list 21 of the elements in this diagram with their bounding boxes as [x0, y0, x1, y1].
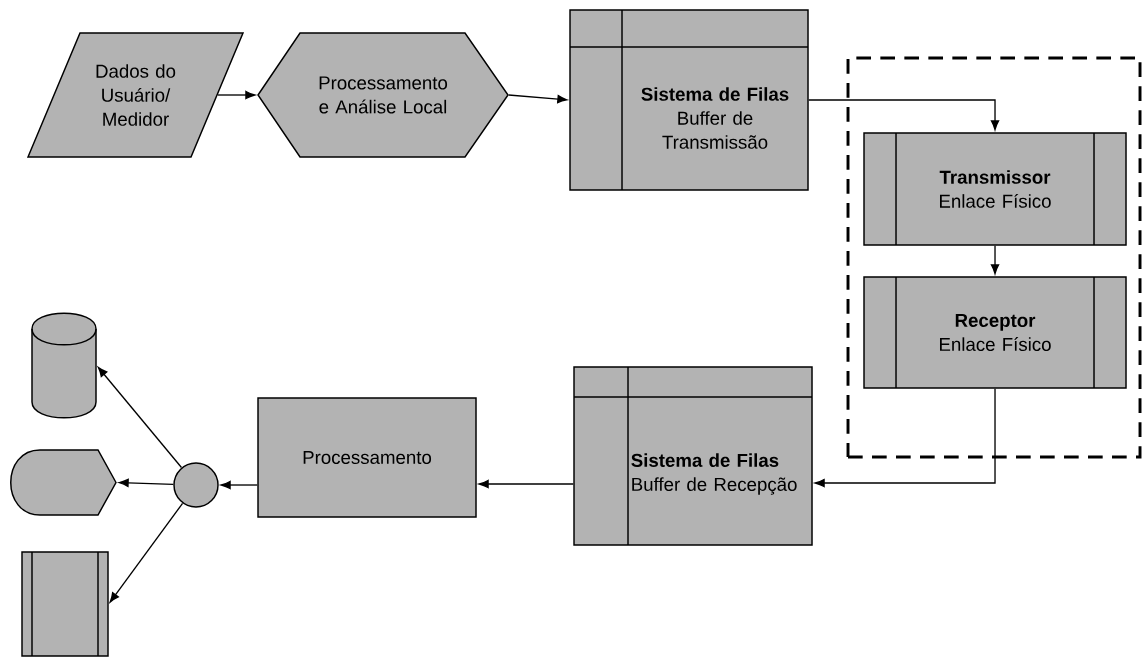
arrow: [808, 99, 1000, 131]
arrow: [109, 502, 184, 603]
arrow: [990, 245, 1000, 275]
display-shape: [10, 449, 117, 516]
dashed-frame: [846, 56, 1142, 459]
process-box: Receptor Enlace Físico: [863, 276, 1127, 389]
arrow: [217, 90, 256, 100]
arrow: [97, 366, 183, 469]
arrow: [814, 388, 996, 488]
arrow: [478, 479, 574, 489]
storage-box: [21, 551, 109, 657]
arrow: [508, 94, 568, 104]
process-box: Processamento: [257, 397, 477, 518]
junction-circle: [173, 462, 219, 508]
arrow: [220, 480, 258, 490]
queue-box: Sistema de Filas Buffer de Recepção: [573, 366, 813, 546]
process-box: Transmissor Enlace Físico: [863, 132, 1127, 246]
arrow: [118, 478, 174, 487]
process-hexagon: Processamento e Análise Local: [257, 32, 509, 158]
database-cylinder: [31, 312, 97, 419]
queue-box: Sistema de Filas Buffer de Transmissão: [569, 9, 809, 191]
